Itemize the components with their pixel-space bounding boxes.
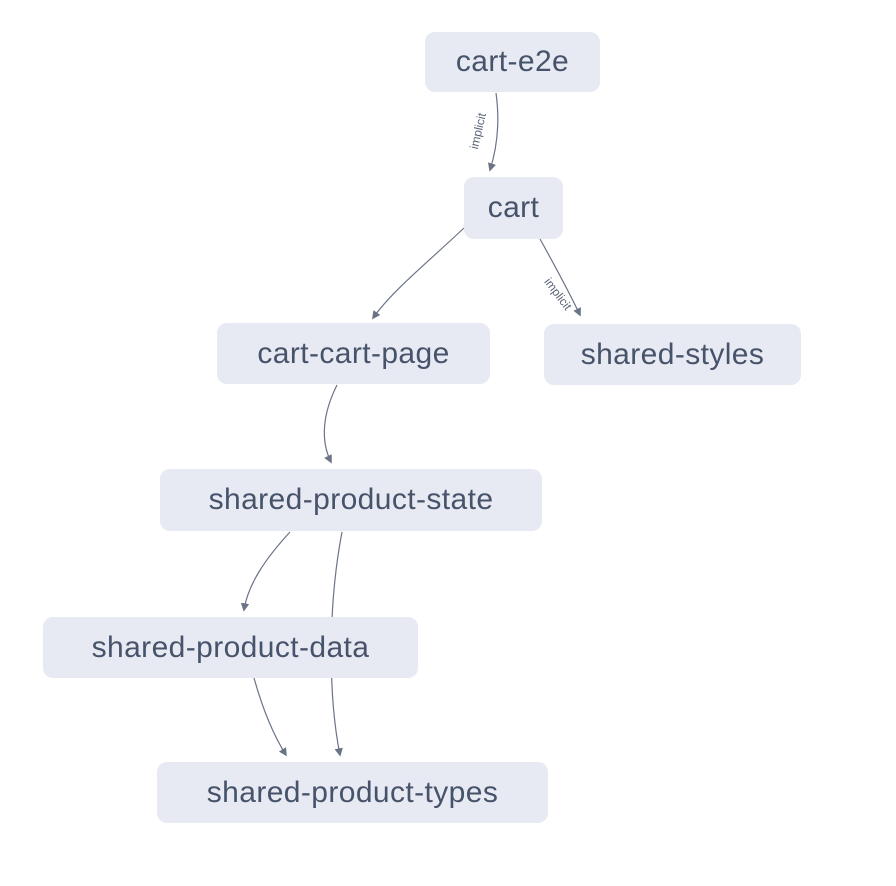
- node-cart-e2e[interactable]: cart-e2e: [425, 32, 600, 92]
- node-shared-product-types[interactable]: shared-product-types: [157, 762, 548, 823]
- node-cart[interactable]: cart: [464, 177, 563, 239]
- node-label: shared-product-state: [208, 483, 494, 516]
- node-label: cart-cart-page: [257, 336, 450, 370]
- edge-cart-cart-page-to-shared-product-state: [323, 384, 338, 464]
- node-shared-product-data[interactable]: shared-product-data: [43, 617, 418, 678]
- node-label: cart: [487, 191, 540, 224]
- edge-cart-to-shared-styles: [539, 238, 581, 317]
- node-shared-styles[interactable]: shared-styles: [544, 324, 801, 385]
- node-label: shared-product-types: [206, 775, 499, 809]
- edge-cart-to-cart-cart-page: [372, 227, 465, 320]
- edge-shared-product-state-to-shared-product-data: [240, 531, 291, 612]
- node-label: cart-e2e: [455, 45, 570, 78]
- node-label: shared-product-data: [91, 630, 370, 664]
- edge-shared-product-data-to-shared-product-types: [253, 677, 287, 757]
- node-shared-product-state[interactable]: shared-product-state: [160, 469, 542, 531]
- node-label: shared-styles: [580, 337, 765, 371]
- edge-cart-e2e-to-cart: [488, 92, 499, 172]
- node-cart-cart-page[interactable]: cart-cart-page: [217, 323, 490, 384]
